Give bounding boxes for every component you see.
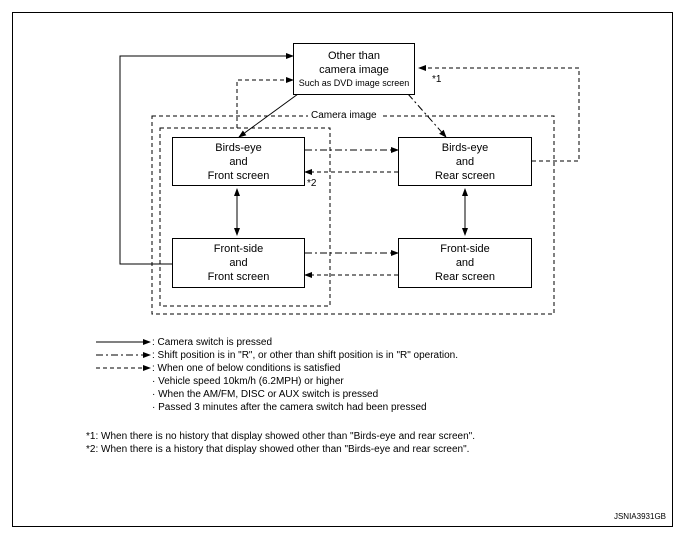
box-front-side-rear: Front-side and Rear screen — [398, 238, 532, 288]
box-other-line2: camera image — [319, 64, 389, 76]
box-other-line3: Such as DVD image screen — [298, 78, 410, 88]
legend-condition-1: · Vehicle speed 10km/h (6.2MPH) or highe… — [152, 376, 344, 387]
box-other-line1: Other than — [328, 50, 380, 62]
legend-dashed-text: : When one of below conditions is satisf… — [152, 363, 341, 374]
footnote-mark-1: *1 — [432, 74, 442, 85]
footnote-mark-2: *2 — [307, 178, 317, 189]
box-fr-line2: and — [455, 257, 475, 269]
arrow-rear-to-other-dashed — [418, 65, 580, 162]
camera-image-group — [151, 115, 555, 315]
arrow-other-to-birds-front — [238, 93, 299, 138]
box-ff-line2: and — [229, 257, 248, 269]
box-br-line1: Birds-eye — [441, 141, 489, 154]
box-birds-eye-front: Birds-eye and Front screen — [172, 137, 305, 186]
figure-code: JSNIA3931GB — [613, 512, 666, 521]
box-br-line2: and — [455, 155, 475, 168]
arrow-other-to-birds-rear — [407, 93, 447, 138]
note-1: *1: When there is no history that displa… — [86, 431, 475, 442]
note-2: *2: When there is a history that display… — [86, 444, 470, 455]
arrow-front-to-other-dashed — [236, 77, 294, 128]
box-ff-line1: Front-side — [213, 243, 264, 255]
front-screen-group — [159, 127, 331, 307]
box-birds-eye-rear: Birds-eye and Rear screen — [398, 137, 532, 186]
box-bf-line2: and — [229, 155, 248, 168]
box-fr-line3: Rear screen — [435, 271, 495, 283]
box-fr-line1: Front-side — [440, 243, 490, 255]
legend-condition-3: · Passed 3 minutes after the camera swit… — [152, 402, 427, 413]
box-br-line3: Rear screen — [435, 169, 495, 182]
box-front-side-front: Front-side and Front screen — [172, 238, 305, 288]
legend-condition-2: · When the AM/FM, DISC or AUX switch is … — [152, 389, 379, 400]
box-bf-line1: Birds-eye — [215, 141, 262, 154]
arrow-fs-front-to-other — [119, 53, 294, 265]
legend-dashdot-text: : Shift position is in "R", or other tha… — [152, 350, 459, 361]
box-other-than-camera: Other than camera image Such as DVD imag… — [293, 43, 415, 95]
legend-solid-text: : Camera switch is pressed — [152, 337, 273, 348]
figure-frame — [12, 12, 673, 527]
camera-image-label: Camera image — [308, 110, 380, 122]
box-ff-line3: Front screen — [207, 271, 270, 283]
box-bf-line3: Front screen — [207, 169, 270, 182]
